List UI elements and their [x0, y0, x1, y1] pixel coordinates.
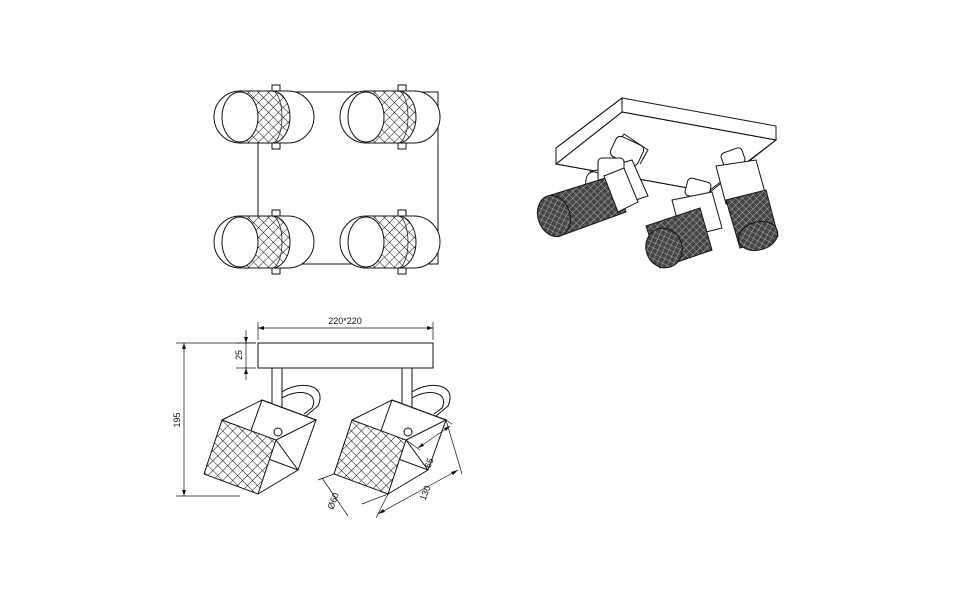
spotlight-top-left — [213, 84, 315, 150]
spotlight-bottom-right — [339, 209, 441, 275]
side-lamp-right — [333, 367, 451, 495]
base-bar — [257, 342, 434, 369]
iso-spot-front-right — [645, 177, 723, 269]
side-view: 220*220 25 195 Ø60 — [172, 316, 463, 519]
dim-base-height-label: 25 — [234, 350, 244, 360]
base-plate-outline — [257, 91, 439, 265]
dim-base-height: 25 — [234, 330, 256, 380]
dim-mesh-length: 65 — [405, 419, 453, 470]
dim-shade-length-label: 130 — [418, 484, 433, 502]
iso-spot-front-left — [536, 157, 639, 238]
top-view — [213, 84, 441, 275]
spotlight-bottom-left — [213, 209, 315, 275]
dim-mesh-length-label: 65 — [423, 457, 436, 470]
dim-width-label: 220*220 — [328, 316, 362, 326]
iso-spot-back-right — [715, 147, 779, 251]
dim-width: 220*220 — [257, 316, 434, 340]
spotlight-top-right — [339, 84, 441, 150]
dim-diameter-label: Ø60 — [326, 491, 341, 510]
isometric-view — [536, 96, 779, 269]
dim-total-height: 195 — [172, 342, 256, 497]
dim-total-height-label: 195 — [172, 412, 182, 427]
side-lamp-left — [203, 367, 321, 495]
dim-shade-length: 130 — [375, 419, 463, 519]
